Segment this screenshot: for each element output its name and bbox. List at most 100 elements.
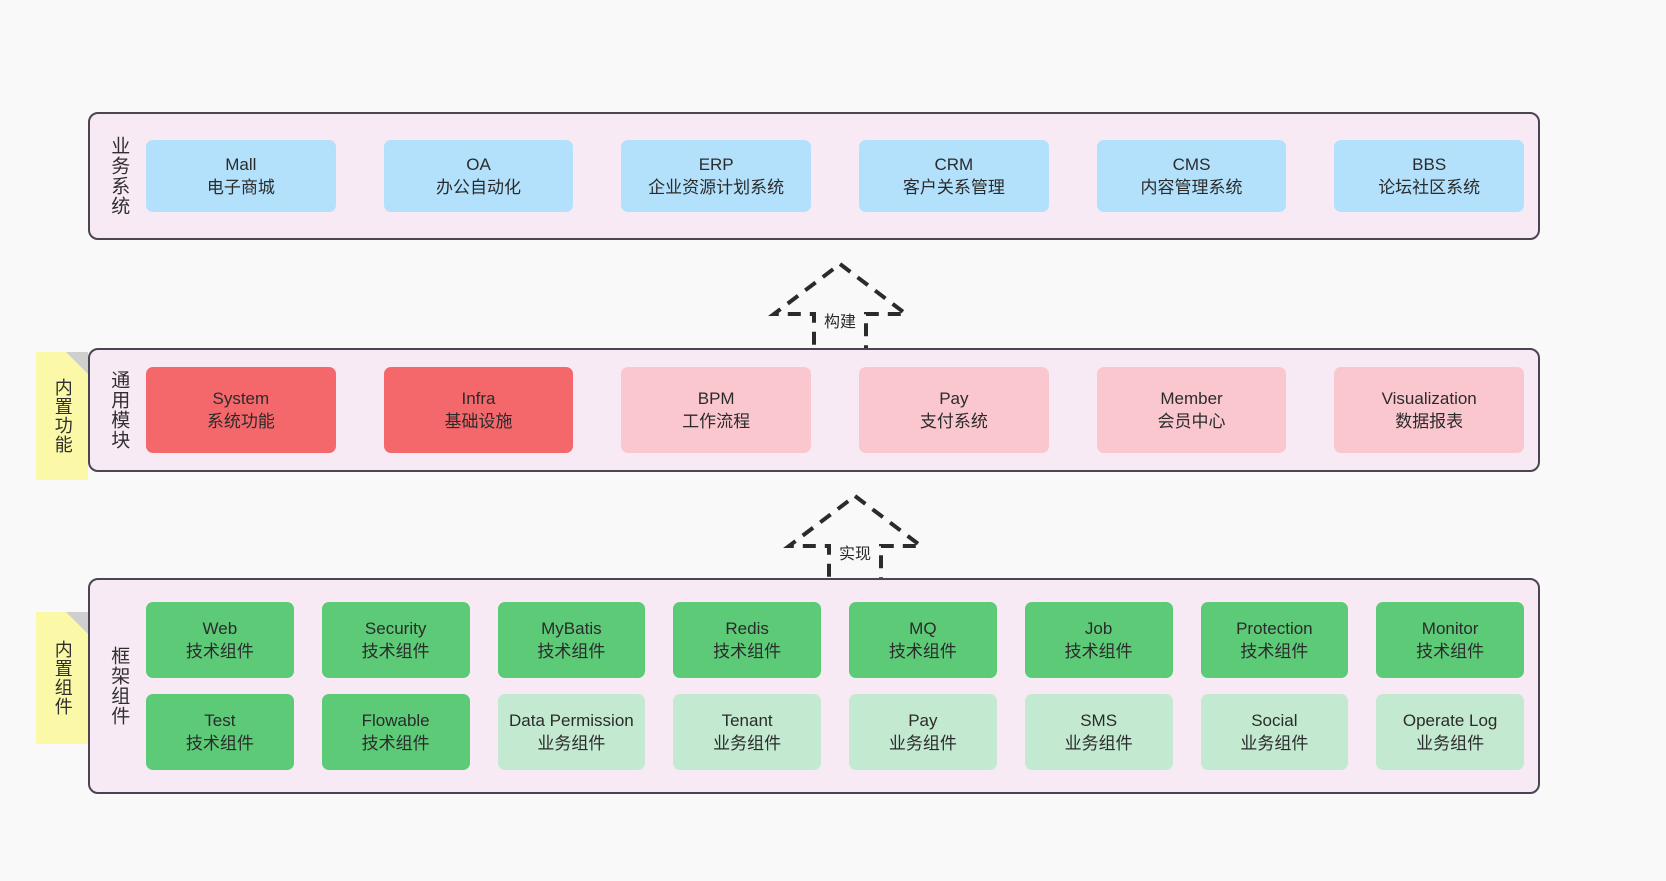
card-mall-subtitle: 电子商城	[206, 178, 275, 197]
card-member[interactable]: Member 会员中心	[1096, 367, 1287, 453]
note-builtin-components: 内置组件	[36, 612, 88, 744]
card-bpm-subtitle: 工作流程	[682, 412, 751, 431]
card-oa-title: OA	[466, 154, 491, 174]
layer-common-module: 通用模块 System 系统功能 Infra 基础设施 BPM 工作流程 Pay	[88, 348, 1540, 472]
card-operate-log-subtitle: 业务组件	[1416, 734, 1485, 753]
note-fold-corner-icon	[66, 612, 88, 634]
card-mybatis[interactable]: MyBatis 技术组件	[497, 602, 646, 678]
card-member-subtitle: 会员中心	[1157, 412, 1226, 431]
card-redis[interactable]: Redis 技术组件	[673, 602, 821, 678]
card-web[interactable]: Web 技术组件	[146, 602, 294, 678]
card-bpm-title: BPM	[697, 388, 735, 408]
card-protection-title: Protection	[1236, 618, 1313, 638]
card-job[interactable]: Job 技术组件	[1024, 602, 1173, 678]
card-mybatis-title: MyBatis	[541, 618, 602, 638]
card-social-subtitle: 业务组件	[1240, 734, 1309, 753]
card-visualization-subtitle: 数据报表	[1395, 412, 1464, 431]
card-visualization-title: Visualization	[1381, 388, 1477, 408]
framework-row-business: Test 技术组件 Flowable 技术组件 Data Permission …	[146, 694, 1524, 770]
card-cms[interactable]: CMS 内容管理系统	[1096, 140, 1287, 212]
card-cms-subtitle: 内容管理系统	[1140, 178, 1243, 197]
card-operate-log[interactable]: Operate Log 业务组件	[1376, 694, 1524, 770]
arrow-build: 构建	[760, 258, 920, 358]
business-system-card-row: Mall 电子商城 OA 办公自动化 ERP 企业资源计划系统 CRM 客户关系…	[146, 140, 1525, 212]
layer-framework-components: 框架组件 Web 技术组件 Security 技术组件 MyBatis 技术组件	[88, 578, 1540, 794]
card-mq-subtitle: 技术组件	[888, 642, 957, 661]
card-bbs-subtitle: 论坛社区系统	[1378, 178, 1481, 197]
card-tenant-title: Tenant	[721, 710, 773, 730]
card-mall[interactable]: Mall 电子商城	[146, 140, 336, 212]
layer-body-business-system: Mall 电子商城 OA 办公自动化 ERP 企业资源计划系统 CRM 客户关系…	[146, 114, 1538, 238]
card-crm-title: CRM	[934, 154, 974, 174]
card-pay-module-subtitle: 支付系统	[919, 412, 988, 431]
card-erp[interactable]: ERP 企业资源计划系统	[621, 140, 812, 212]
card-mq-title: MQ	[909, 618, 937, 638]
card-bpm[interactable]: BPM 工作流程	[621, 367, 812, 453]
card-visualization[interactable]: Visualization 数据报表	[1334, 367, 1525, 453]
note-builtin-components-label: 内置组件	[52, 640, 73, 716]
card-web-title: Web	[202, 618, 238, 638]
card-member-title: Member	[1160, 388, 1223, 408]
card-oa[interactable]: OA 办公自动化	[383, 140, 574, 212]
card-infra[interactable]: Infra 基础设施	[383, 367, 574, 453]
card-test-subtitle: 技术组件	[185, 734, 254, 753]
card-job-title: Job	[1084, 618, 1113, 638]
card-cms-title: CMS	[1172, 154, 1211, 174]
card-protection[interactable]: Protection 技术组件	[1200, 602, 1349, 678]
common-module-card-row: System 系统功能 Infra 基础设施 BPM 工作流程 Pay 支付系统…	[146, 367, 1525, 453]
card-infra-subtitle: 基础设施	[444, 412, 513, 431]
card-pay-module[interactable]: Pay 支付系统	[859, 367, 1049, 453]
card-social[interactable]: Social 业务组件	[1200, 694, 1349, 770]
card-infra-title: Infra	[461, 388, 496, 408]
card-bbs-title: BBS	[1412, 154, 1447, 174]
framework-row-technical: Web 技术组件 Security 技术组件 MyBatis 技术组件 Redi…	[146, 602, 1524, 678]
card-security-title: Security	[364, 618, 427, 638]
card-crm-subtitle: 客户关系管理	[902, 178, 1005, 197]
layer-business-system: 业务系统 Mall 电子商城 OA 办公自动化 ERP 企业资源计划系统 CRM	[88, 112, 1540, 240]
card-redis-title: Redis	[725, 618, 769, 638]
card-system[interactable]: System 系统功能	[146, 367, 336, 453]
card-test[interactable]: Test 技术组件	[146, 694, 294, 770]
card-system-subtitle: 系统功能	[206, 412, 275, 431]
card-pay-component-title: Pay	[908, 710, 938, 730]
card-erp-subtitle: 企业资源计划系统	[648, 178, 785, 197]
card-tenant-subtitle: 业务组件	[713, 734, 782, 753]
card-oa-subtitle: 办公自动化	[436, 178, 521, 197]
card-pay-component[interactable]: Pay 业务组件	[849, 694, 997, 770]
card-flowable-title: Flowable	[361, 710, 430, 730]
note-fold-corner-icon	[66, 352, 88, 374]
note-builtin-features-label: 内置功能	[52, 378, 73, 454]
card-data-permission[interactable]: Data Permission 业务组件	[497, 694, 646, 770]
card-system-title: System	[212, 388, 270, 408]
card-mall-title: Mall	[225, 154, 257, 174]
layer-title-common-module: 通用模块	[108, 370, 130, 450]
card-monitor-title: Monitor	[1421, 618, 1479, 638]
card-sms-title: SMS	[1080, 710, 1118, 730]
card-security-subtitle: 技术组件	[361, 642, 430, 661]
card-social-title: Social	[1251, 710, 1298, 730]
card-sms[interactable]: SMS 业务组件	[1024, 694, 1173, 770]
card-mq[interactable]: MQ 技术组件	[849, 602, 997, 678]
layer-body-common-module: System 系统功能 Infra 基础设施 BPM 工作流程 Pay 支付系统…	[146, 350, 1538, 470]
card-web-subtitle: 技术组件	[185, 642, 254, 661]
card-tenant[interactable]: Tenant 业务组件	[673, 694, 821, 770]
note-builtin-features: 内置功能	[36, 352, 88, 480]
card-protection-subtitle: 技术组件	[1240, 642, 1309, 661]
card-data-permission-title: Data Permission	[509, 710, 634, 730]
card-pay-component-subtitle: 业务组件	[888, 734, 957, 753]
card-bbs[interactable]: BBS 论坛社区系统	[1334, 140, 1525, 212]
layer-body-framework-components: Web 技术组件 Security 技术组件 MyBatis 技术组件 Redi…	[146, 580, 1538, 792]
card-monitor[interactable]: Monitor 技术组件	[1376, 602, 1524, 678]
card-monitor-subtitle: 技术组件	[1416, 642, 1485, 661]
layer-title-framework-components: 框架组件	[108, 646, 130, 726]
card-sms-subtitle: 业务组件	[1064, 734, 1133, 753]
card-flowable[interactable]: Flowable 技术组件	[321, 694, 470, 770]
card-security[interactable]: Security 技术组件	[321, 602, 470, 678]
card-erp-title: ERP	[698, 154, 734, 174]
card-crm[interactable]: CRM 客户关系管理	[859, 140, 1049, 212]
framework-components-grid: Web 技术组件 Security 技术组件 MyBatis 技术组件 Redi…	[146, 602, 1524, 770]
card-pay-module-title: Pay	[939, 388, 969, 408]
card-redis-subtitle: 技术组件	[713, 642, 782, 661]
layer-title-business-system: 业务系统	[108, 136, 130, 216]
